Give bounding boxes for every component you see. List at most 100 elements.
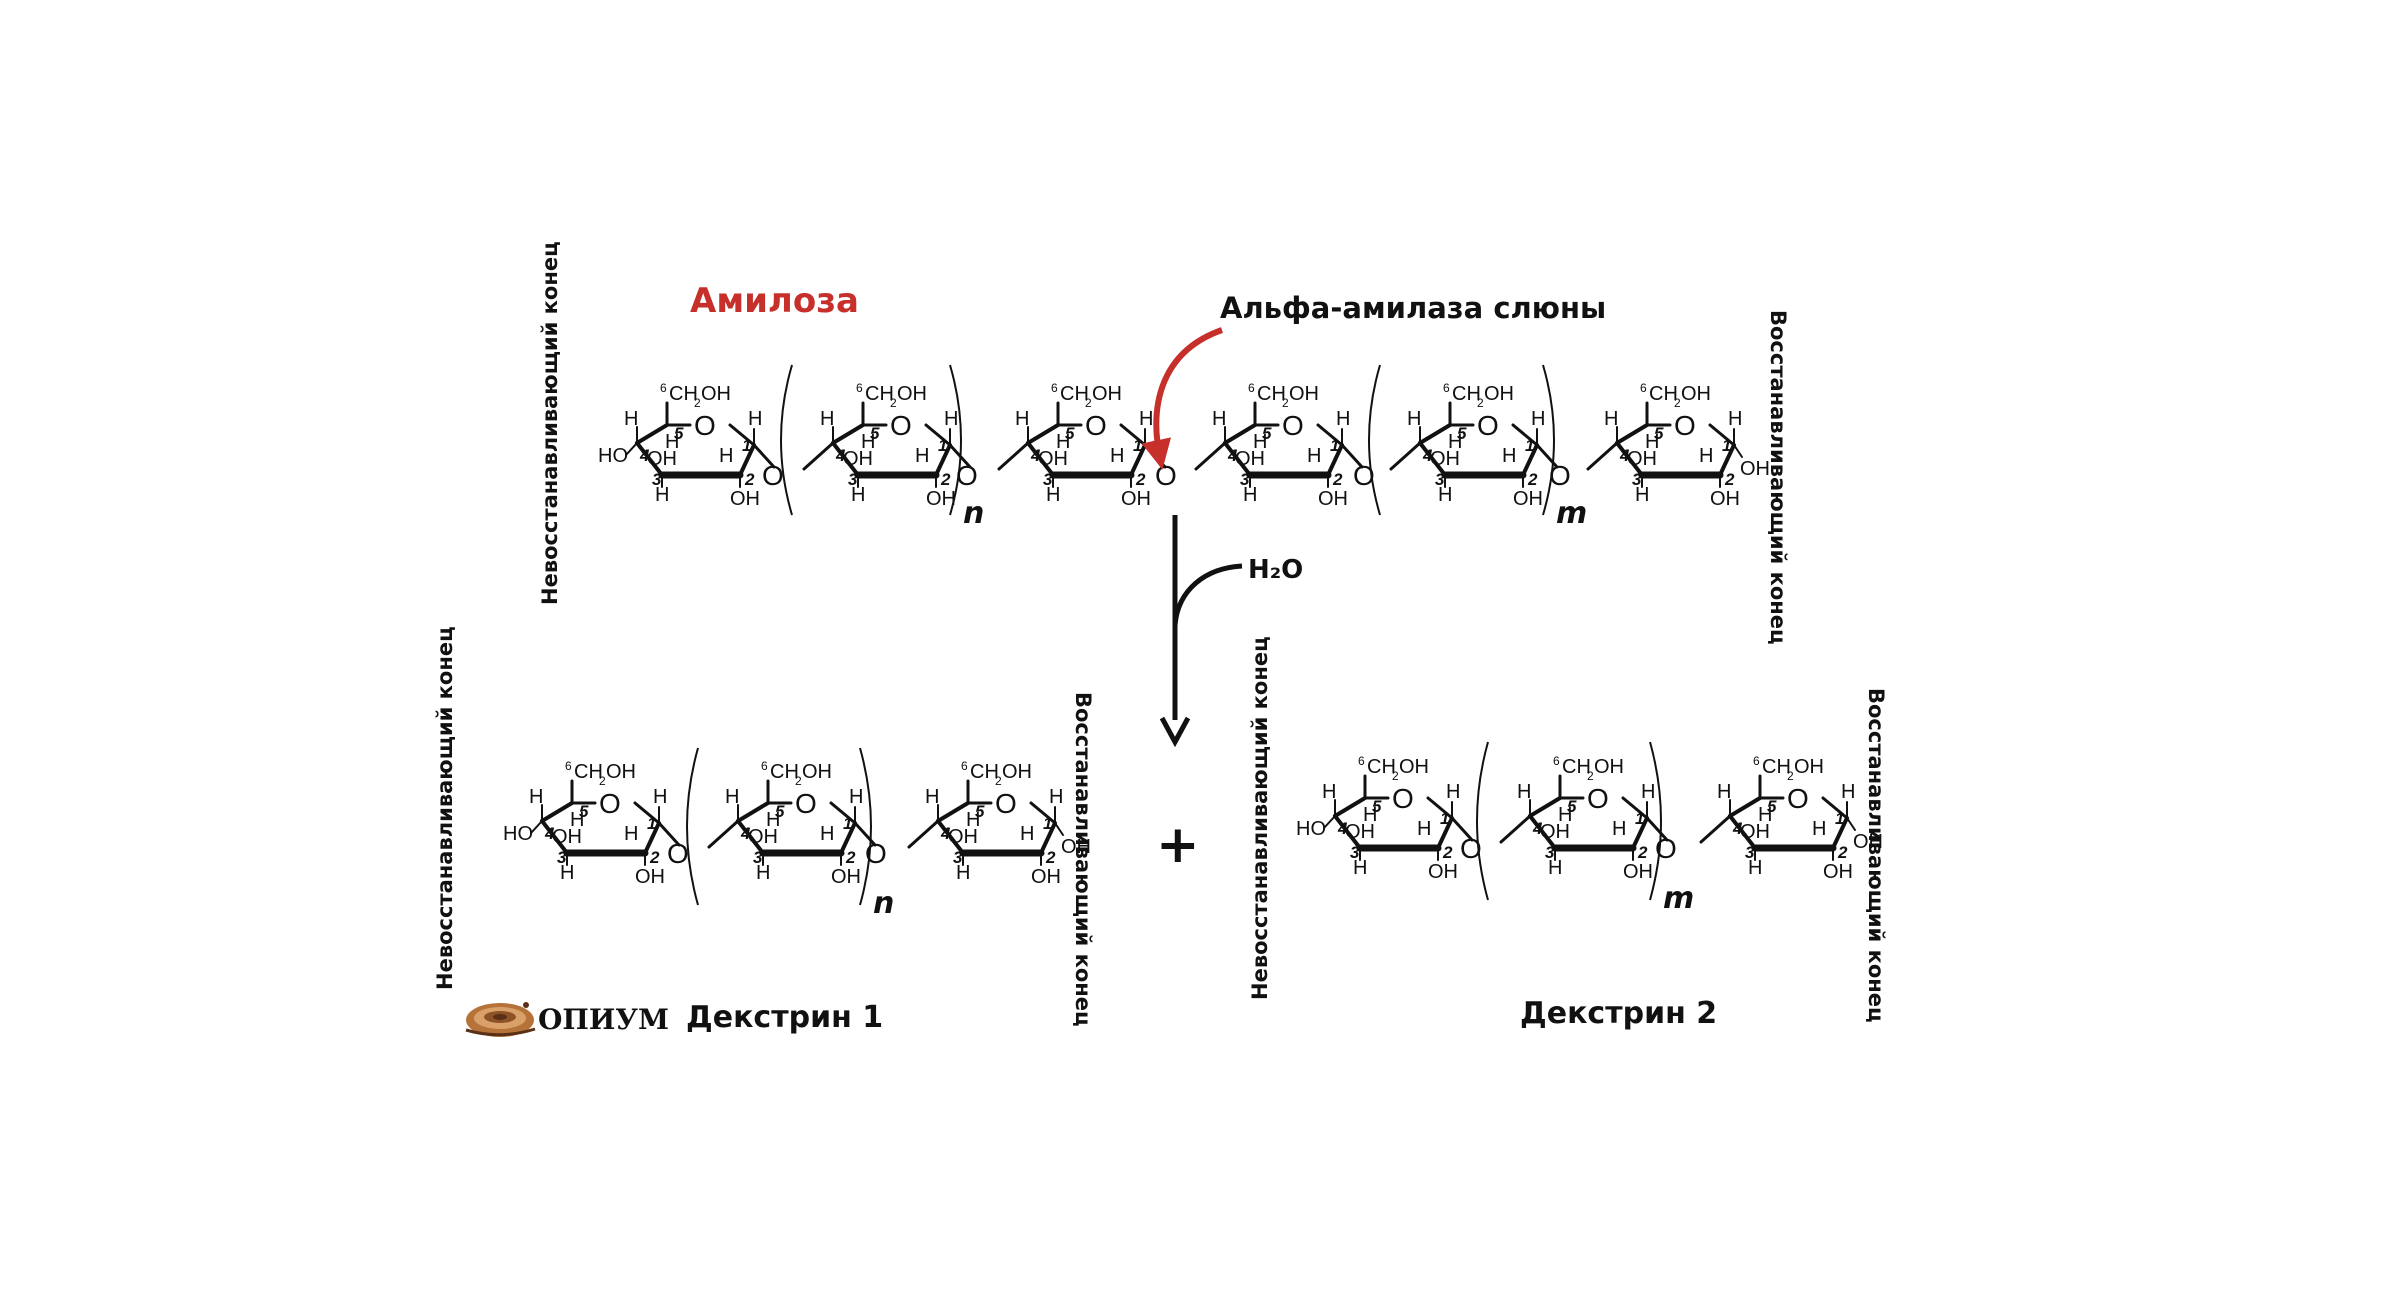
ring-oxygen: O — [1282, 410, 1304, 441]
repeat-index-n: n — [963, 496, 984, 531]
hydroxyl-2: OH — [1710, 488, 1740, 510]
carbon-6-number: 6 — [761, 759, 768, 773]
ring-oxygen: O — [1085, 410, 1107, 441]
water-label: H₂O — [1248, 555, 1303, 585]
bond — [1119, 423, 1147, 447]
hydroxyl-2: OH — [1318, 488, 1348, 510]
hydrogen-4: H — [1407, 408, 1421, 430]
carbon-4-number: 4 — [544, 824, 555, 843]
carbon-6-number: 6 — [1358, 754, 1365, 768]
bond — [1054, 822, 1064, 836]
carbon-3-number: 3 — [1435, 470, 1445, 489]
bond — [1728, 814, 1757, 850]
carbon-1-number: 1 — [647, 814, 656, 833]
bond — [752, 443, 776, 469]
bond — [1821, 796, 1849, 820]
hydrogen-1: H — [849, 786, 863, 808]
carbon-4-number: 4 — [639, 446, 650, 465]
non-reducing-end-label-top: Невосстанавливающий конец — [538, 241, 562, 605]
hydrogen-4: H — [624, 408, 638, 430]
bond — [1499, 814, 1532, 844]
bond — [540, 801, 574, 823]
bond — [1733, 444, 1743, 458]
bond — [738, 443, 756, 477]
hydrogen-3: H — [1635, 484, 1649, 506]
carbon-1-number: 1 — [1043, 814, 1052, 833]
ch2oh-group: CH — [970, 761, 999, 783]
non-reducing-end-label-d2: Невосстанавливающий конец — [1248, 636, 1272, 1000]
carbon-6-number: 6 — [1248, 381, 1255, 395]
hydrogen-1: H — [944, 408, 958, 430]
bond — [635, 441, 664, 477]
repeat-index-n: n — [873, 886, 894, 921]
bond — [997, 441, 1030, 471]
hydroxyl-3: OH — [1430, 448, 1460, 470]
hydrogen-4: H — [820, 408, 834, 430]
carbon-3-number: 3 — [953, 848, 963, 867]
hydrogen-1: H — [1841, 781, 1855, 803]
hydrogen-3: H — [1046, 484, 1060, 506]
carbon-4-number: 4 — [1030, 446, 1041, 465]
carbon-5-number: 5 — [1567, 797, 1577, 816]
hydrogen-3: H — [956, 862, 970, 884]
hydrolysis-arrow — [1159, 515, 1243, 748]
bond — [1039, 821, 1057, 855]
hydrogen-4: H — [1322, 781, 1336, 803]
bond — [1621, 796, 1649, 820]
bond — [936, 801, 970, 823]
hydrogen-5: H — [1363, 804, 1377, 826]
hydrogen-5: H — [1253, 431, 1267, 453]
carbon-5-number: 5 — [1457, 424, 1467, 443]
carbon-1-number: 1 — [843, 814, 852, 833]
bracket-left — [1476, 741, 1489, 901]
enzyme-label: Альфа-амилаза слюны — [1220, 291, 1606, 325]
carbon-5-number: 5 — [775, 802, 785, 821]
ring-oxygen: O — [694, 410, 716, 441]
bond — [1340, 443, 1364, 469]
carbon-6-number: 6 — [856, 381, 863, 395]
hydrogen-5: H — [1448, 431, 1462, 453]
carbon-1-number: 1 — [938, 436, 947, 455]
bond — [1333, 814, 1362, 850]
carbon-3-number: 3 — [1632, 470, 1642, 489]
bond — [643, 821, 661, 855]
bond — [736, 819, 765, 855]
bracket-right — [859, 747, 872, 906]
hydrogen-4: H — [1517, 781, 1531, 803]
hydroxyl-1: OH — [1061, 836, 1091, 858]
hydrogen-4: H — [1604, 408, 1618, 430]
ch2oh-group: CH — [1562, 756, 1591, 778]
ch2oh-group: CH — [669, 383, 698, 405]
bond — [1846, 817, 1856, 831]
repeat-bracket: m — [1476, 741, 1694, 916]
hydroxyl-3: OH — [843, 448, 873, 470]
ch2oh-oh: OH — [897, 383, 927, 405]
ch2oh-group: CH — [770, 761, 799, 783]
carbon-4-number: 4 — [1732, 819, 1743, 838]
hydrogen-1: H — [748, 408, 762, 430]
bond — [1418, 423, 1452, 445]
hydroxyl-2: OH — [1121, 488, 1151, 510]
ch2oh-group: CH — [1762, 756, 1791, 778]
bond — [936, 819, 965, 855]
ch2oh-oh: OH — [1594, 756, 1624, 778]
snail-shell-icon — [465, 1002, 536, 1037]
glycosidic-oxygen: O — [762, 460, 784, 491]
carbon-4-number: 4 — [1619, 446, 1630, 465]
hydroxyl-2: OH — [1428, 861, 1458, 883]
carbon-6-number: 6 — [1051, 381, 1058, 395]
carbon-6-number: 6 — [1640, 381, 1647, 395]
bond — [829, 801, 857, 825]
ch2oh-subscript: 2 — [1674, 396, 1681, 410]
carbon-3-number: 3 — [1350, 843, 1360, 862]
carbon-1-number: 1 — [1330, 436, 1339, 455]
bond — [657, 821, 681, 847]
ch2oh-oh: OH — [1794, 756, 1824, 778]
bond — [831, 423, 865, 445]
hydrogen-1: H — [1531, 408, 1545, 430]
ring-oxygen: O — [1392, 783, 1414, 814]
hydroxyl-2: OH — [730, 488, 760, 510]
